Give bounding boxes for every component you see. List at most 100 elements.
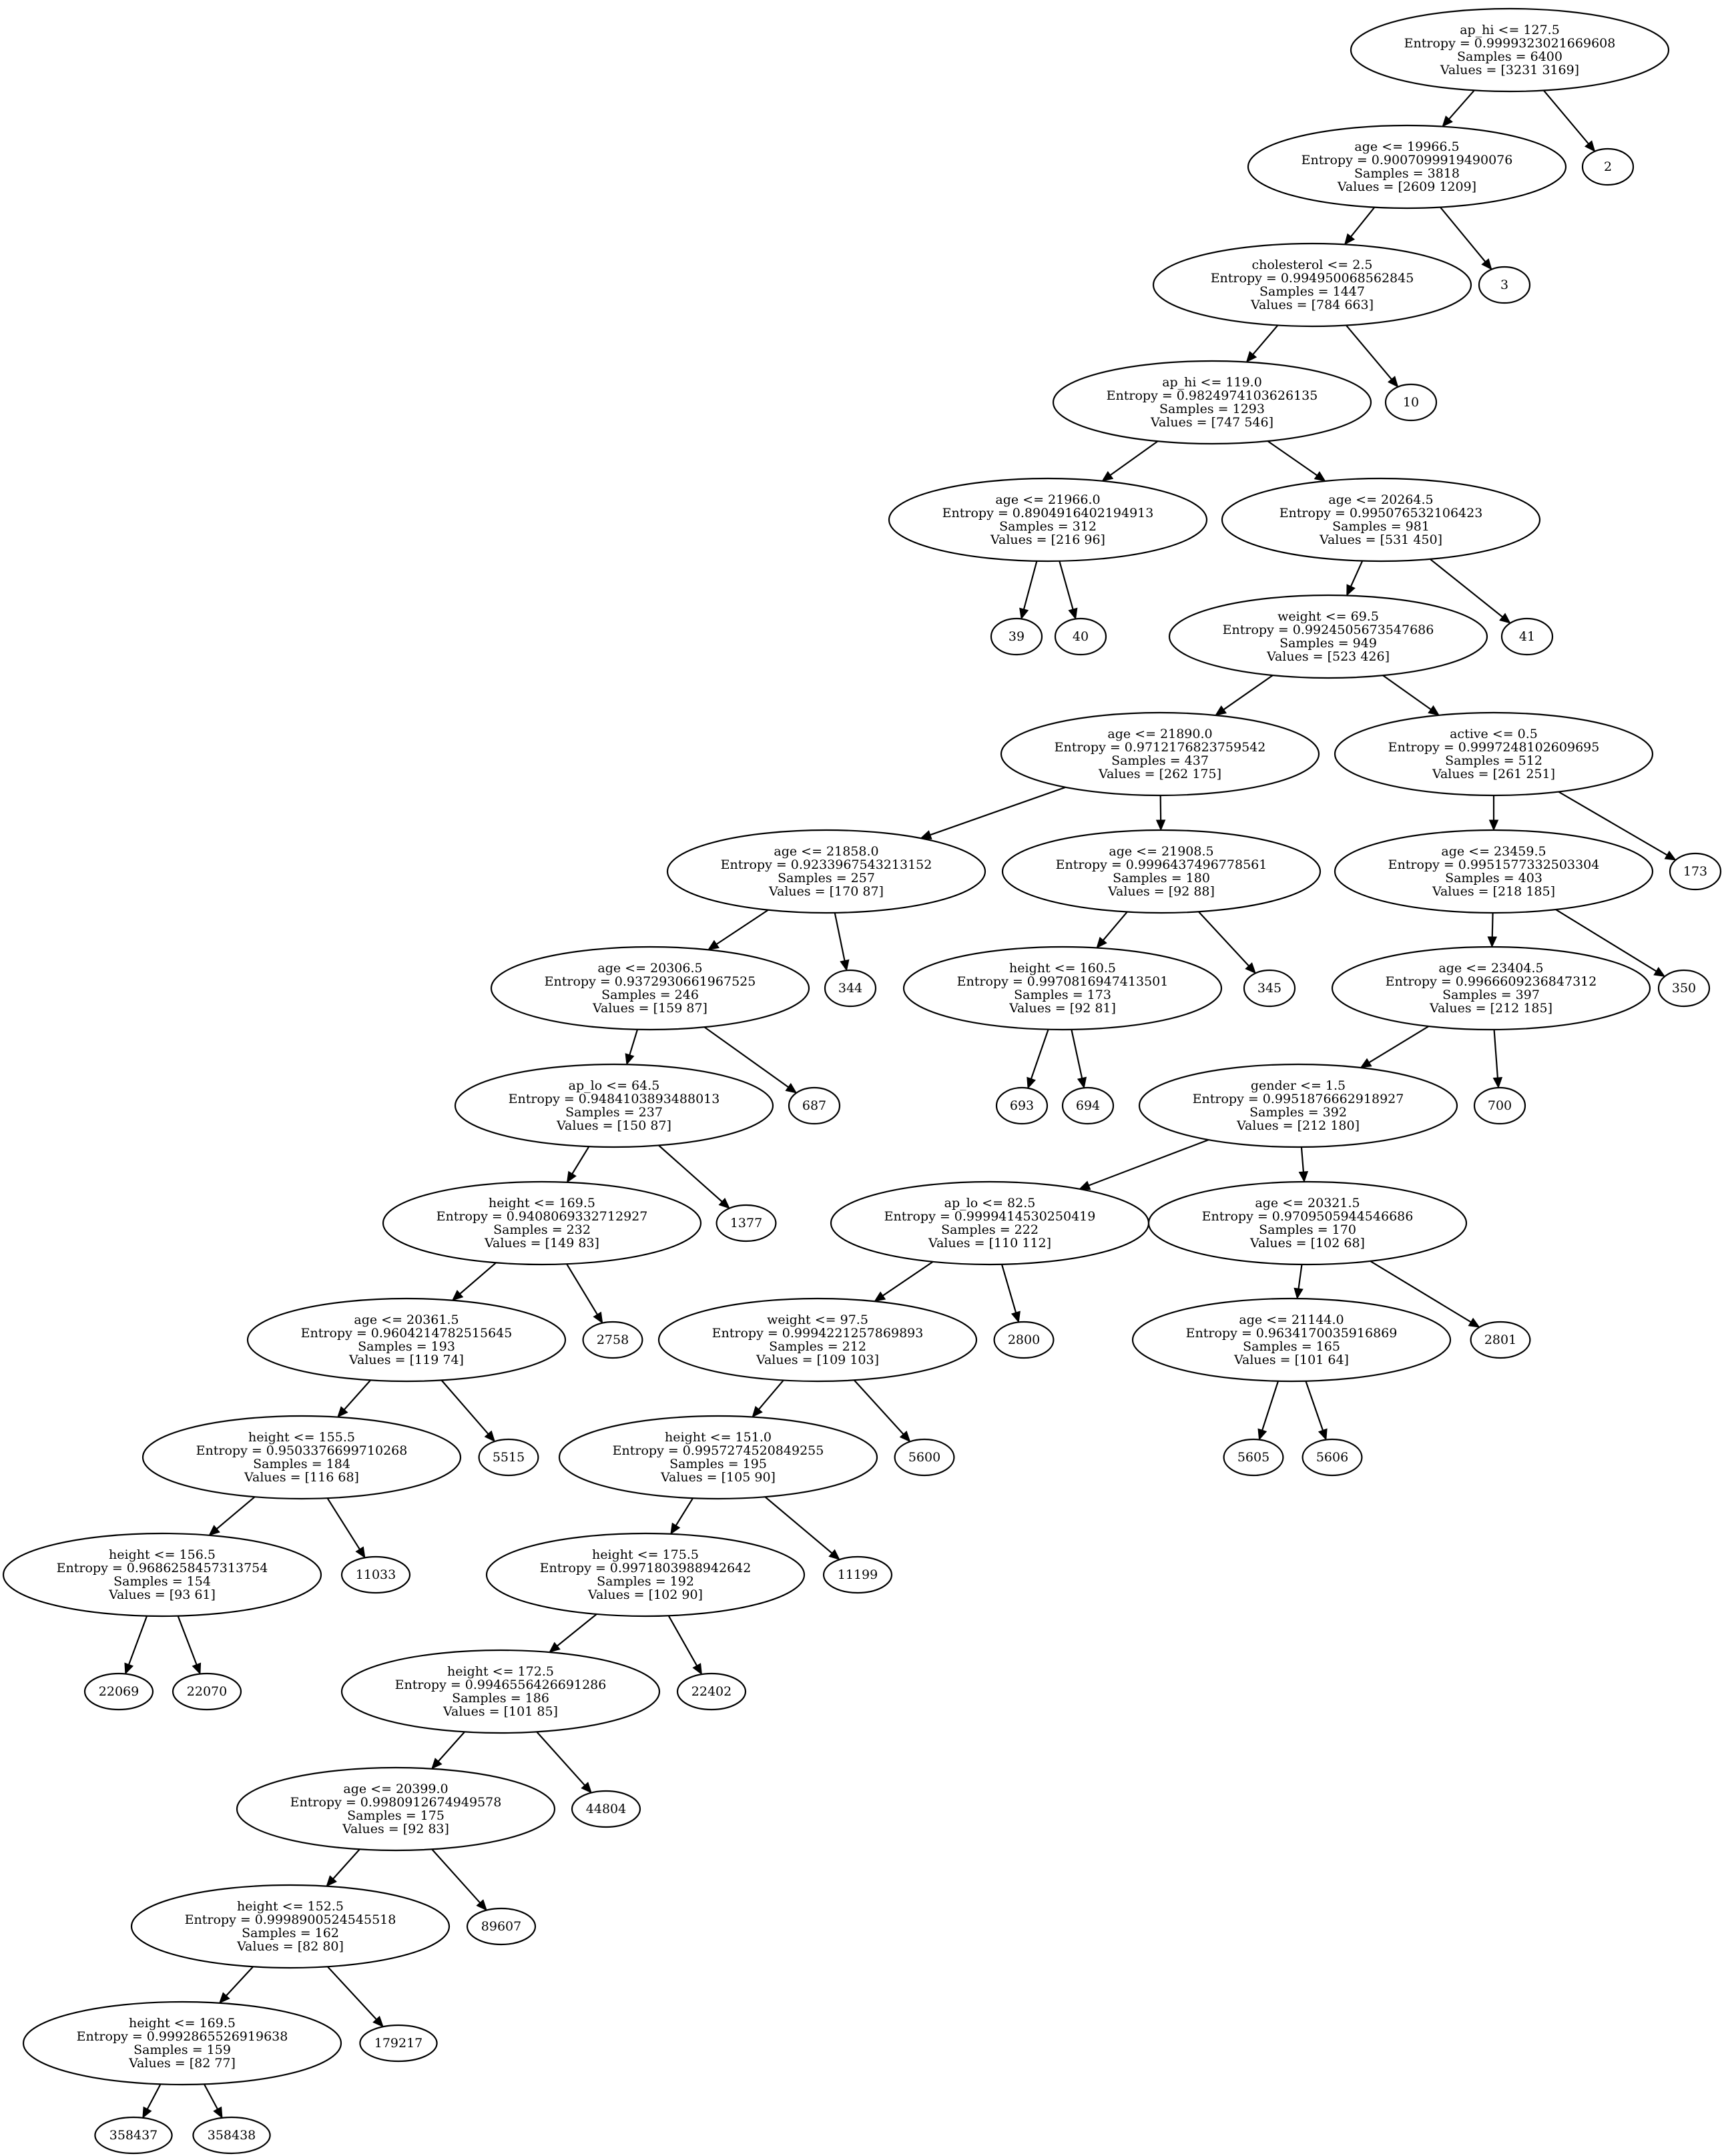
node-text-line: Values = [218 185]	[1432, 884, 1555, 899]
node-text-line: 5606	[1316, 1450, 1348, 1465]
node-text-line: Samples = 397	[1442, 988, 1540, 1002]
node-ellipse	[1500, 617, 1554, 656]
edge-line	[1223, 675, 1273, 711]
edge-line	[557, 1613, 597, 1647]
edge-line	[1109, 440, 1159, 476]
tree-edge	[1019, 561, 1038, 620]
node-text-line: age <= 21144.0	[1239, 1313, 1344, 1327]
tree-edge	[1558, 791, 1677, 861]
arrowhead-icon	[337, 1406, 348, 1418]
node-text-line: weight <= 69.5	[1277, 609, 1379, 624]
node-text-line: height <= 175.5	[592, 1547, 699, 1562]
tree-leaf-node: 687	[788, 1086, 841, 1125]
node-ellipse	[141, 1415, 462, 1500]
arrowhead-icon	[1096, 936, 1107, 949]
edge-line	[764, 1496, 833, 1554]
arrowhead-icon	[1664, 850, 1677, 861]
node-ellipse	[824, 969, 877, 1008]
arrowhead-icon	[1245, 962, 1256, 974]
arrowhead-icon	[1101, 470, 1114, 482]
node-ellipse	[490, 946, 810, 1031]
edge-line	[715, 909, 769, 945]
node-text-line: height <= 151.0	[665, 1430, 772, 1445]
node-text-line: Entropy = 0.9998900524545518	[185, 1912, 396, 1927]
tree-leaf-node: 1377	[715, 1204, 777, 1242]
node-ellipse	[1331, 946, 1651, 1031]
node-text-line: Entropy = 0.995076532106423	[1279, 506, 1483, 520]
node-text-line: Entropy = 0.9999414530250419	[884, 1209, 1096, 1224]
node-text-line: active <= 0.5	[1450, 727, 1538, 741]
node-text-line: 41	[1519, 629, 1535, 644]
node-text-line: Entropy = 0.9824974103626135	[1107, 388, 1318, 403]
edge-line	[177, 1615, 198, 1665]
edge-line	[1267, 440, 1318, 476]
node-text-line: Values = [102 68]	[1249, 1236, 1365, 1250]
node-text-line: Entropy = 0.9951876662918927	[1193, 1092, 1404, 1106]
node-text-line: Values = [105 90]	[660, 1470, 776, 1485]
node-text-line: Samples = 437	[1111, 753, 1209, 768]
tree-edge	[703, 1026, 798, 1094]
arrowhead-icon	[1492, 1077, 1503, 1089]
node-text-line: Values = [150 87]	[556, 1118, 671, 1133]
node-text-line: Values = [92 81]	[1009, 1001, 1116, 1016]
tree-edge	[566, 1263, 603, 1324]
node-text-line: Entropy = 0.9686258457313754	[57, 1561, 268, 1575]
arrowhead-icon	[718, 1197, 730, 1209]
node-text-line: Entropy = 0.9966609236847312	[1386, 974, 1597, 989]
arrowhead-icon	[1314, 471, 1326, 482]
node-text-line: 350	[1672, 981, 1696, 996]
node-text-line: 39	[1009, 629, 1025, 644]
node-ellipse	[1334, 711, 1654, 797]
edge-line	[216, 1496, 256, 1529]
tree-edge	[1346, 561, 1364, 597]
tree-leaf-node: 5515	[478, 1438, 539, 1477]
node-text-line: Samples = 212	[769, 1339, 866, 1354]
tree-leaf-node: 2758	[582, 1321, 643, 1359]
node-text-line: 1377	[730, 1216, 762, 1230]
tree-edge	[658, 1144, 730, 1209]
tree-edge	[326, 1497, 366, 1559]
arrowhead-icon	[208, 1525, 220, 1536]
node-text-line: Entropy = 0.9980912674949578	[290, 1795, 502, 1810]
node-text-line: Entropy = 0.9233967543213152	[721, 857, 932, 872]
edge-line	[226, 1966, 254, 1997]
node-text-line: Entropy = 0.9997248102609695	[1388, 740, 1600, 755]
node-text-line: height <= 169.5	[129, 2016, 236, 2031]
edge-line	[629, 1029, 639, 1056]
edge-line	[1059, 561, 1074, 610]
arrowhead-icon	[625, 1053, 635, 1066]
node-text-line: Entropy = 0.9957274520849255	[613, 1443, 824, 1458]
node-ellipse	[1334, 829, 1654, 914]
node-text-line: Entropy = 0.8904916402194913	[942, 506, 1154, 520]
arrowhead-icon	[593, 1311, 603, 1324]
node-ellipse	[1581, 147, 1635, 186]
node-text-line: Samples = 195	[669, 1457, 767, 1471]
tree-edge	[670, 1497, 694, 1535]
tree-edge	[1294, 1264, 1304, 1300]
node-ellipse	[382, 1180, 702, 1266]
edge-line	[1543, 89, 1589, 145]
node-text-line: 2801	[1484, 1333, 1516, 1347]
node-ellipse	[172, 1672, 242, 1711]
arrowhead-icon	[484, 1430, 496, 1443]
tree-edge	[1492, 1029, 1503, 1089]
edge-line	[326, 1966, 377, 2020]
node-text-line: Entropy = 0.9924505673547686	[1223, 623, 1434, 637]
node-text-line: Values = [102 90]	[587, 1587, 703, 1602]
tree-leaf-node: 358437	[94, 2116, 173, 2155]
edge-line	[1448, 89, 1475, 120]
node-ellipse	[478, 1438, 539, 1477]
node-text-line: 3	[1500, 278, 1508, 292]
node-text-line: Values = [747 546]	[1150, 415, 1273, 430]
tree-edge	[326, 1848, 360, 1887]
tree-leaf-node: 345	[1243, 969, 1296, 1008]
node-text-line: Entropy = 0.9996437496778561	[1056, 857, 1267, 872]
tree-leaf-node: 44804	[571, 1790, 641, 1828]
arrowhead-icon	[1346, 584, 1356, 597]
node-text-line: Samples = 392	[1249, 1105, 1347, 1120]
node-text-line: age <= 23404.5	[1438, 961, 1543, 976]
